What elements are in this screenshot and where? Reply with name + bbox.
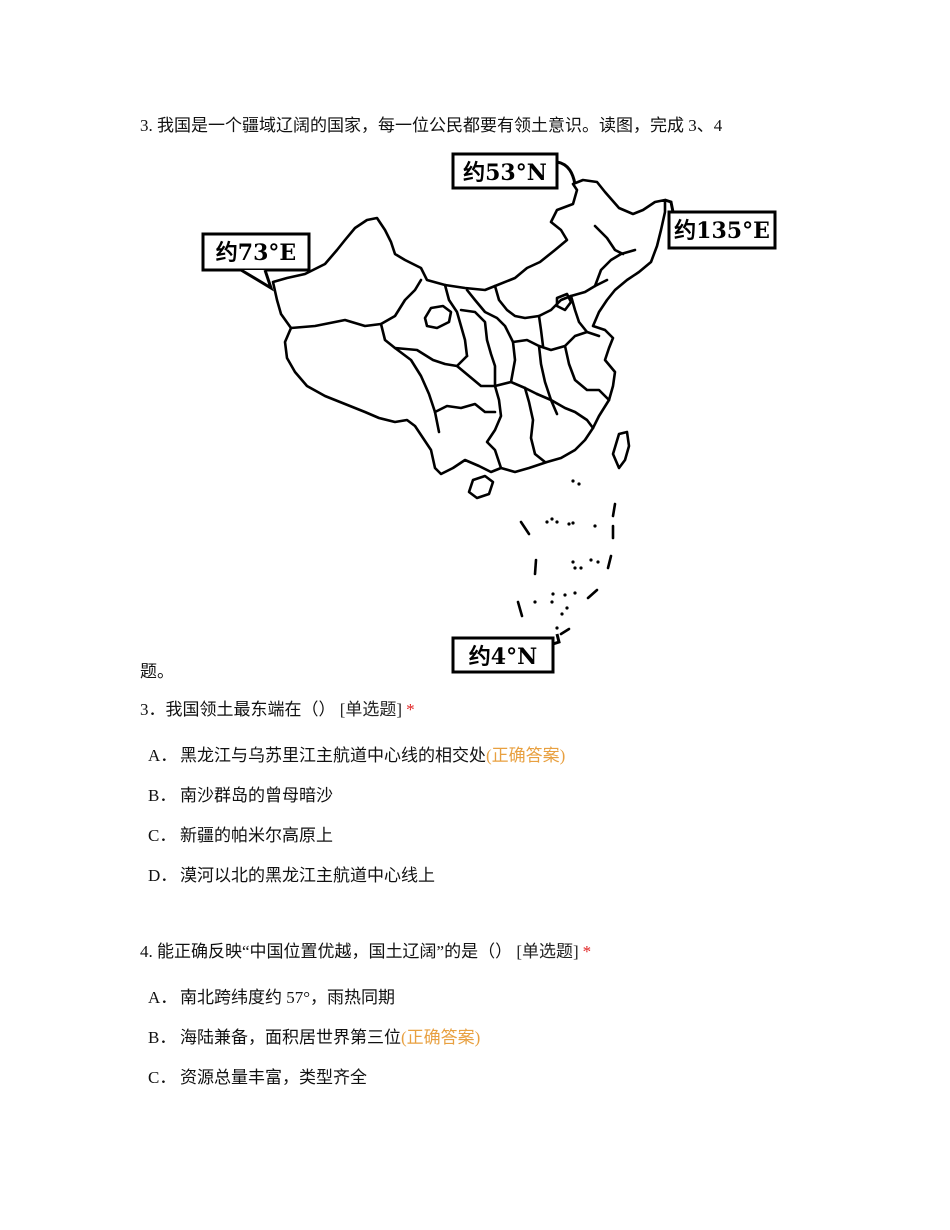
- label-4N: 约4°N: [451, 633, 561, 674]
- svg-text:约4°N: 约4°N: [469, 644, 537, 670]
- question-type: [单选题]: [339, 700, 403, 719]
- label-53N: 约53°N: [451, 152, 577, 190]
- question-type: [单选题]: [516, 942, 579, 961]
- china-outline: [271, 178, 667, 476]
- q3-option-d[interactable]: D．漠河以北的黑龙江主航道中心线上: [148, 864, 435, 888]
- correct-answer-label: (正确答案): [401, 1028, 481, 1047]
- required-mark: *: [582, 942, 592, 961]
- option-text: 新疆的帕米尔高原上: [180, 826, 333, 845]
- q3-option-a[interactable]: A．黑龙江与乌苏里江主航道中心线的相交处(正确答案): [148, 744, 565, 768]
- option-letter: D．: [148, 866, 178, 885]
- svg-text:约53°N: 约53°N: [463, 160, 547, 186]
- q4-option-b[interactable]: B．海陆兼备，面积居世界第三位(正确答案): [148, 1026, 480, 1050]
- option-text: 南沙群岛的曾母暗沙: [180, 786, 333, 805]
- south-china-sea-islands: [516, 502, 617, 636]
- question-number: 4.: [140, 942, 157, 961]
- intro-text: 3. 我国是一个疆域辽阔的国家，每一位公民都要有领土意识。读图，完成 3、4: [140, 116, 723, 135]
- option-text: 海陆兼备，面积居世界第三位: [180, 1028, 401, 1047]
- q3-option-b[interactable]: B．南沙群岛的曾母暗沙: [148, 784, 333, 808]
- label-73E: 约73°E: [201, 232, 311, 292]
- option-letter: C．: [148, 1068, 177, 1087]
- q4-option-a[interactable]: A．南北跨纬度约 57°，雨热同期: [148, 986, 395, 1010]
- q3-option-c[interactable]: C．新疆的帕米尔高原上: [148, 824, 333, 848]
- question-text: 能正确反映“中国位置优越，国土辽阔”的是（）: [157, 942, 513, 961]
- island-dots: [533, 479, 600, 630]
- question-3-title: 3．我国领土最东端在（） [单选题]*: [140, 698, 415, 722]
- required-mark: *: [406, 700, 415, 719]
- label-135E: 约135°E: [664, 198, 777, 250]
- option-text: 黑龙江与乌苏里江主航道中心线的相交处: [180, 746, 486, 765]
- question-text: 我国领土最东端在（）: [165, 700, 336, 719]
- option-letter: C．: [148, 826, 177, 845]
- taiwan-island: [611, 430, 631, 470]
- svg-text:约135°E: 约135°E: [674, 218, 770, 244]
- option-letter: B．: [148, 1028, 177, 1047]
- correct-answer-label: (正确答案): [486, 746, 566, 765]
- hainan-island: [467, 474, 495, 500]
- option-text: 漠河以北的黑龙江主航道中心线上: [180, 866, 435, 885]
- q4-option-c[interactable]: C．资源总量丰富，类型齐全: [148, 1066, 367, 1090]
- svg-text:约73°E: 约73°E: [216, 240, 296, 266]
- china-map-figure: 约73°E 约53°N 约135°E 约4°N: [195, 150, 785, 680]
- question-number: 3．: [140, 700, 166, 719]
- option-text: 南北跨纬度约 57°，雨热同期: [180, 988, 396, 1007]
- question-4-title: 4. 能正确反映“中国位置优越，国土辽阔”的是（） [单选题]*: [140, 940, 591, 964]
- option-letter: A．: [148, 988, 178, 1007]
- option-letter: B．: [148, 786, 177, 805]
- option-letter: A．: [148, 746, 178, 765]
- option-text: 资源总量丰富，类型齐全: [180, 1068, 367, 1087]
- intro-text-continued: 题。: [140, 662, 174, 681]
